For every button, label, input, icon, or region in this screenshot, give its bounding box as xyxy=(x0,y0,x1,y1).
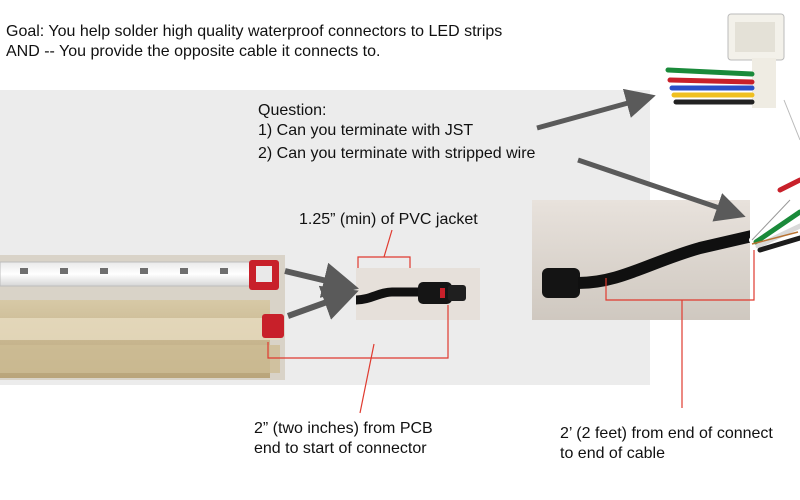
stripped-wire-ends xyxy=(749,177,800,253)
connector-photo xyxy=(355,268,480,320)
goal-line-2: AND -- You provide the opposite cable it… xyxy=(6,43,381,60)
pvc-jacket-label: 1.25” (min) of PVC jacket xyxy=(299,211,478,228)
cable-length-label-line-2: to end of cable xyxy=(560,445,665,462)
jst-connector-photo xyxy=(665,0,800,141)
pcb-distance-leader xyxy=(359,343,375,414)
pcb-distance-label-line-2: end to start of connector xyxy=(254,440,427,457)
pvc-jacket-bracket xyxy=(357,256,411,268)
cable-length-bracket xyxy=(605,250,755,301)
led-strip-photo xyxy=(0,255,285,380)
pvc-jacket-leader xyxy=(383,229,393,258)
arrow-strip-bottom xyxy=(286,285,359,320)
arrow-strip-top xyxy=(284,262,360,298)
question-title: Question: xyxy=(258,102,327,119)
question-item-2: 2) Can you terminate with stripped wire xyxy=(258,145,536,162)
question-item-1: 1) Can you terminate with JST xyxy=(258,122,474,139)
goal-line-1: Goal: You help solder high quality water… xyxy=(6,23,503,40)
pcb-distance-bracket xyxy=(267,305,449,359)
pcb-distance-label-line-1: 2” (two inches) from PCB xyxy=(254,420,433,437)
cable-photo xyxy=(532,200,754,320)
cable-length-label-line-1: 2’ (2 feet) from end of connect xyxy=(560,425,773,442)
arrow-to-stripped-wire xyxy=(577,157,746,222)
arrow-to-jst xyxy=(536,88,656,131)
